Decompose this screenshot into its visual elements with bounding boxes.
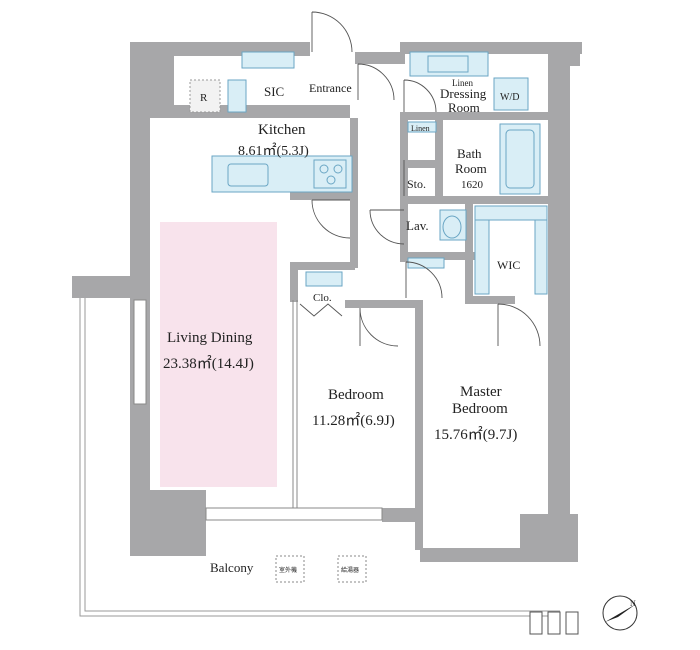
label-master-area: 15.76㎡(9.7J) [434,426,517,443]
label-entrance: Entrance [309,81,352,95]
label-wic: WIC [497,258,520,272]
compass-ring [602,595,638,631]
doors [311,11,541,347]
label-kitchen-area: 8.61㎡(5.3J) [238,143,309,159]
balcony-railing [79,298,560,617]
label-master-1: Master [460,384,502,400]
pipe-shafts [529,611,579,635]
label-bath-1: Bath [457,146,482,161]
fixtures [211,51,548,295]
label-closet: Clo. [313,292,332,304]
sliding-partition [292,300,298,508]
closet-doors [299,303,343,317]
stove-burners [319,164,343,185]
windows [133,299,383,521]
label-bath-2: Room [455,161,487,176]
label-outdoor-unit-2: 給湯器 [341,566,359,574]
label-lavatory: Lav. [406,218,429,233]
label-bedroom: Bedroom [328,387,384,403]
label-living-area: 23.38㎡(14.4J) [163,355,254,372]
label-bath-size: 1620 [461,179,484,191]
label-bedroom-area: 11.28㎡(6.9J) [312,412,395,429]
outdoor-units [275,555,367,583]
label-outdoor-unit-1: 室外機 [279,566,297,574]
label-dressing-2: Room [448,100,480,115]
compass-north: N [630,599,636,608]
label-wd: W/D [500,92,519,103]
label-refrigerator: R [200,92,208,104]
label-balcony: Balcony [210,560,254,575]
label-linen-top: Linen [452,78,473,88]
compass-needle-icon [605,604,636,622]
label-dressing-1: Dressing [440,86,487,101]
room-labels: R SIC Entrance Kitchen 8.61㎡(5.3J) Linen… [163,78,520,575]
label-master-2: Bedroom [452,401,508,417]
label-sic: SIC [264,84,284,99]
living-floor [160,222,277,487]
label-kitchen: Kitchen [258,122,306,138]
compass: N [602,595,638,631]
label-living: Living Dining [167,330,253,346]
label-linen-side: Linen [411,124,430,133]
label-storage: Sto. [407,177,426,191]
refrigerator [189,79,221,113]
